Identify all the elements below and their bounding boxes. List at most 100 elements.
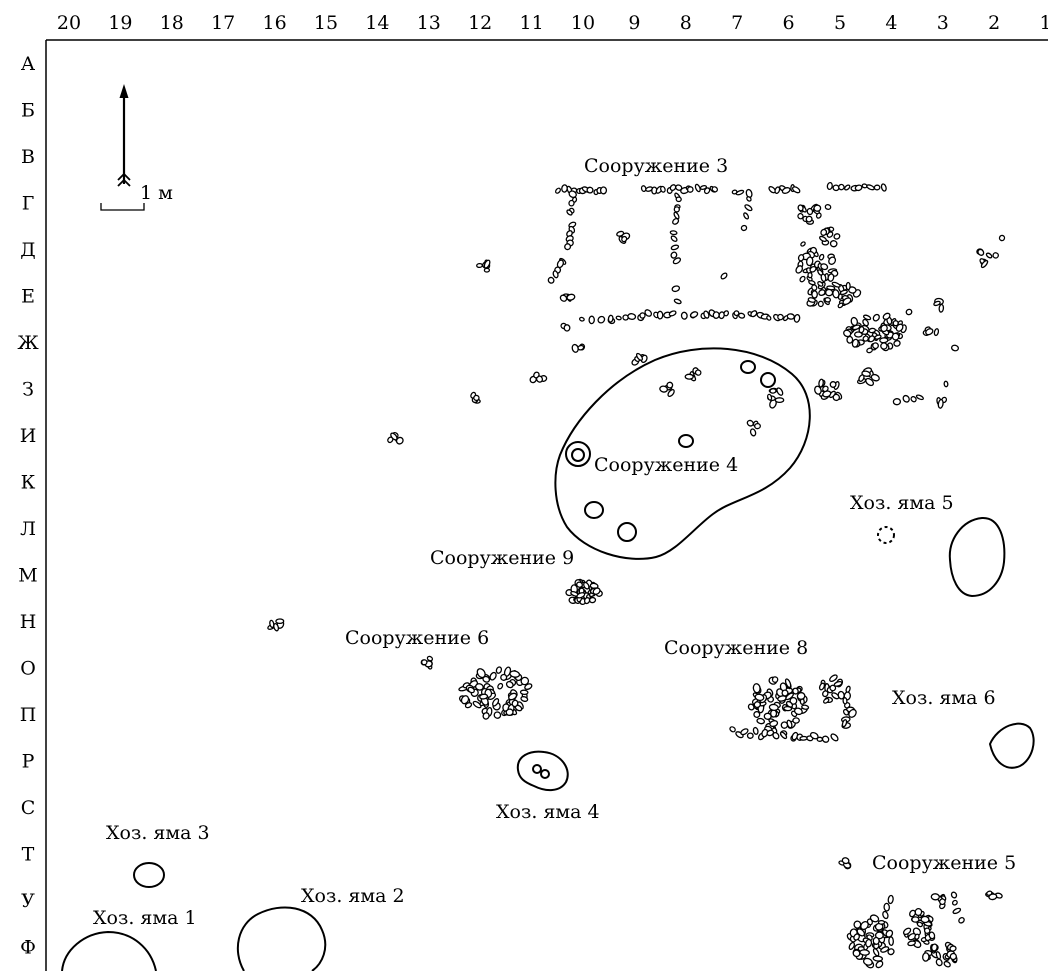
stone (744, 204, 753, 212)
stone (780, 721, 789, 729)
stone (753, 711, 761, 718)
stone (988, 893, 998, 901)
stone (269, 619, 275, 629)
stone (829, 381, 837, 388)
stone (586, 186, 594, 194)
stone (769, 720, 779, 728)
column-tick-label: 19 (108, 12, 132, 34)
stone (740, 728, 749, 736)
stone (817, 300, 824, 308)
stone (858, 326, 865, 334)
stone (848, 708, 857, 718)
stone (746, 196, 752, 202)
stone (815, 212, 822, 219)
structure-9-label: Сооружение 9 (430, 547, 574, 569)
stone (669, 184, 677, 192)
stone (711, 186, 719, 193)
stone (667, 388, 675, 398)
stone (723, 310, 730, 317)
stone (814, 385, 822, 395)
stone (752, 726, 759, 735)
stone (985, 252, 993, 259)
stone (893, 340, 901, 347)
stone (797, 204, 804, 212)
stone (887, 948, 895, 956)
pit-6-outline (988, 722, 1035, 769)
stone (621, 235, 628, 243)
stone (607, 314, 614, 323)
stone (860, 920, 869, 931)
stone (820, 273, 827, 283)
stone (842, 697, 848, 705)
stone (777, 313, 784, 321)
stone (822, 385, 829, 393)
stone (805, 215, 813, 223)
stone (694, 369, 702, 376)
stone (635, 352, 644, 361)
stone (939, 898, 946, 906)
stone (818, 253, 825, 261)
stone (754, 422, 761, 430)
stone (703, 310, 710, 319)
stone (489, 671, 497, 681)
stone (776, 387, 784, 396)
stone (818, 682, 826, 691)
stone (511, 699, 519, 708)
stone (873, 184, 881, 191)
column-tick-label: 9 (628, 12, 640, 34)
stone (832, 184, 840, 192)
stone (829, 674, 838, 683)
stone (888, 936, 894, 947)
stone (520, 696, 529, 702)
stone (915, 394, 924, 401)
stone (754, 693, 765, 702)
stone (824, 203, 832, 211)
stone (749, 428, 757, 437)
stone (476, 262, 483, 269)
column-tick-label: 2 (988, 12, 1000, 34)
stone (680, 311, 688, 320)
stone (473, 394, 480, 402)
stone (817, 281, 824, 287)
stone (949, 952, 957, 961)
stone (689, 311, 699, 319)
stone (838, 183, 845, 191)
stone (476, 668, 486, 679)
stone (883, 902, 890, 912)
stone (880, 324, 888, 333)
stone (793, 707, 803, 716)
column-tick-label: 16 (263, 12, 287, 34)
stone (800, 241, 806, 247)
stone (880, 946, 890, 953)
stone (885, 929, 894, 938)
stone (907, 940, 916, 947)
stone (505, 680, 514, 689)
stone (797, 212, 804, 220)
structure-4-outline (554, 347, 811, 560)
stone (686, 186, 694, 193)
stone (770, 709, 778, 718)
stone (925, 328, 934, 336)
stone (843, 184, 851, 191)
stone (951, 899, 958, 906)
stone (828, 256, 837, 265)
stone (950, 891, 958, 899)
stone (482, 712, 490, 720)
stone (564, 243, 572, 251)
row-tick-label: В (21, 146, 35, 168)
stone (909, 909, 916, 918)
stone (842, 297, 852, 306)
stone (818, 289, 826, 297)
stone (816, 736, 824, 742)
stone (922, 952, 930, 962)
pit-2-outline (236, 906, 327, 971)
stone (774, 186, 781, 195)
stone (627, 313, 637, 320)
stone (851, 338, 859, 348)
stone (568, 199, 575, 207)
stone (819, 235, 827, 243)
stone (786, 313, 795, 320)
pit-4-outline (516, 750, 569, 792)
stone (796, 692, 806, 700)
stone (892, 398, 902, 406)
